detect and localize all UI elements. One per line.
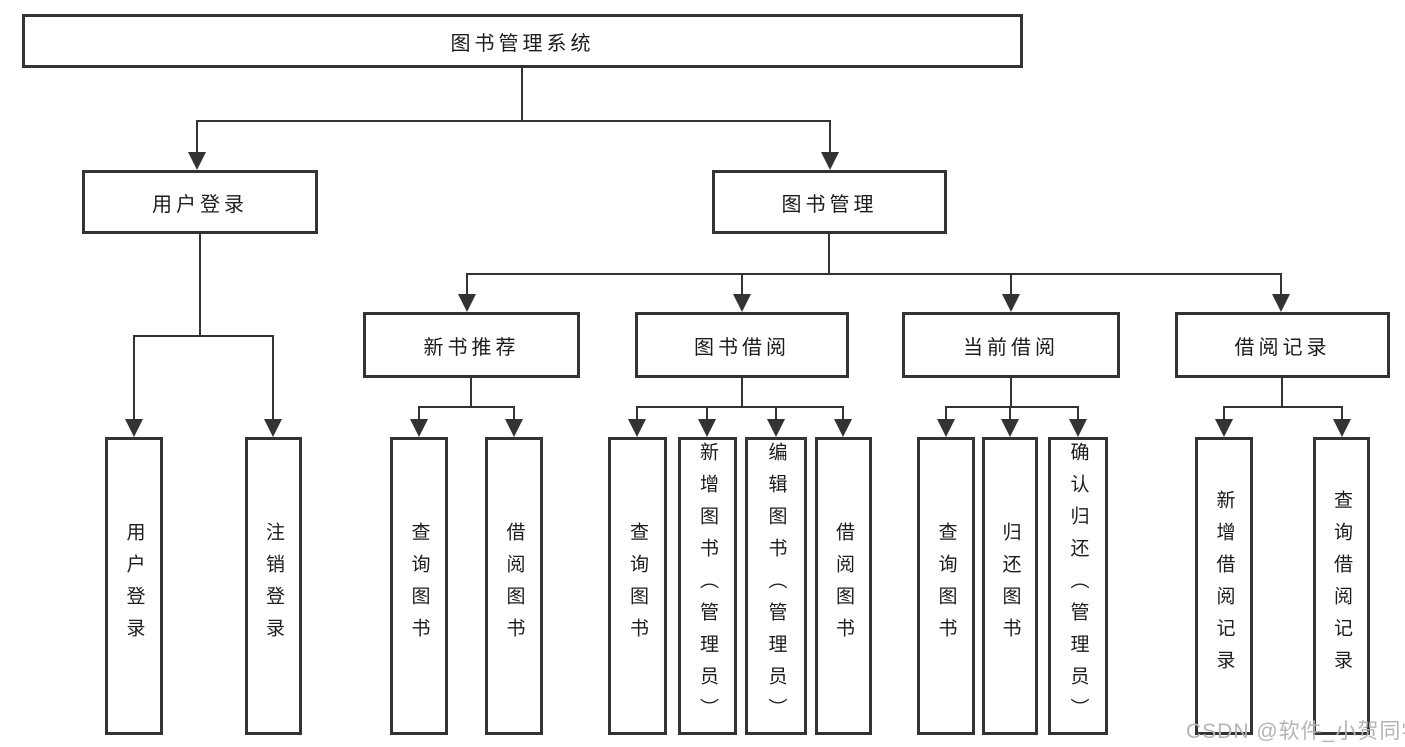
connector-line xyxy=(418,406,420,420)
arrowhead-down xyxy=(188,152,206,170)
leaf-borrow-book-label: 借阅图书 xyxy=(833,522,854,650)
csdn-watermark: CSDN @软件_小贺同学 xyxy=(1186,720,1405,743)
leaf-user-login-label: 用户登录 xyxy=(123,522,145,650)
leaf-user-login: 用户登录 xyxy=(105,437,163,735)
leaf-return-book: 归还图书 xyxy=(982,437,1038,735)
connector-line xyxy=(1009,406,1011,420)
leaf-confirm-return-admin-label: 确认归还（管理员） xyxy=(1067,442,1089,730)
arrowhead-down xyxy=(1001,419,1019,437)
connector-line xyxy=(636,406,844,408)
leaf-query-books-recommend-label: 查询图书 xyxy=(408,522,430,650)
arrowhead-down xyxy=(1333,419,1351,437)
connector-line xyxy=(272,335,274,420)
connector-line xyxy=(1281,377,1283,407)
node-user-login: 用户登录 xyxy=(82,170,318,234)
arrowhead-down xyxy=(505,419,523,437)
leaf-edit-book-admin-label: 编辑图书（管理员） xyxy=(765,442,787,730)
connector-line xyxy=(197,120,831,122)
leaf-query-borrow-record: 查询借阅记录 xyxy=(1313,437,1370,735)
connector-line xyxy=(1010,273,1012,295)
leaf-return-book-label: 归还图书 xyxy=(999,522,1021,650)
arrowhead-down xyxy=(1272,294,1290,312)
connector-line xyxy=(521,68,523,120)
leaf-query-borrow-record-label: 查询借阅记录 xyxy=(1331,490,1352,682)
connector-line xyxy=(133,335,274,337)
connector-line xyxy=(466,273,1282,275)
leaf-query-books-borrow-label: 查询图书 xyxy=(627,522,648,650)
connector-line xyxy=(466,273,468,295)
node-book-borrow: 图书借阅 xyxy=(635,312,849,378)
arrowhead-down xyxy=(733,294,751,312)
arrowhead-down xyxy=(1215,419,1233,437)
arrowhead-down xyxy=(767,419,785,437)
arrowhead-down xyxy=(125,419,143,437)
leaf-confirm-return-admin: 确认归还（管理员） xyxy=(1048,437,1108,735)
connector-line xyxy=(775,406,777,420)
connector-line xyxy=(1280,273,1282,295)
arrowhead-down xyxy=(834,419,852,437)
connector-line xyxy=(196,120,198,153)
connector-line xyxy=(1010,377,1012,407)
arrowhead-down xyxy=(628,419,646,437)
node-book-management: 图书管理 xyxy=(712,170,947,234)
leaf-borrow-books-recommend-label: 借阅图书 xyxy=(503,522,525,650)
connector-line xyxy=(513,406,515,420)
arrowhead-down xyxy=(264,419,282,437)
connector-line xyxy=(636,406,638,420)
node-current-borrow: 当前借阅 xyxy=(902,312,1120,378)
connector-line xyxy=(828,233,830,275)
connector-line xyxy=(418,406,515,408)
connector-line xyxy=(1077,406,1079,420)
leaf-add-book-admin-label: 新增图书（管理员） xyxy=(697,442,718,730)
arrowhead-down xyxy=(821,152,839,170)
leaf-borrow-books-recommend: 借阅图书 xyxy=(485,437,543,735)
connector-line xyxy=(1223,406,1343,408)
connector-line xyxy=(945,406,1079,408)
connector-line xyxy=(842,406,844,420)
arrowhead-down xyxy=(698,419,716,437)
node-root-system: 图书管理系统 xyxy=(22,14,1023,68)
connector-line xyxy=(1223,406,1225,420)
arrowhead-down xyxy=(458,294,476,312)
connector-line xyxy=(1341,406,1343,420)
connector-line xyxy=(199,233,201,336)
leaf-logout: 注销登录 xyxy=(245,437,302,735)
node-new-book-recommend: 新书推荐 xyxy=(363,312,580,378)
connector-line xyxy=(829,120,831,153)
connector-line xyxy=(706,406,708,420)
connector-line xyxy=(741,377,743,407)
leaf-add-borrow-record: 新增借阅记录 xyxy=(1195,437,1253,735)
leaf-logout-label: 注销登录 xyxy=(263,522,284,650)
leaf-add-borrow-record-label: 新增借阅记录 xyxy=(1213,490,1235,682)
leaf-query-books-current: 查询图书 xyxy=(917,437,975,735)
leaf-query-books-current-label: 查询图书 xyxy=(935,522,957,650)
connector-line xyxy=(470,377,472,407)
arrowhead-down xyxy=(410,419,428,437)
node-borrow-records: 借阅记录 xyxy=(1175,312,1390,378)
leaf-borrow-book: 借阅图书 xyxy=(815,437,872,735)
leaf-edit-book-admin: 编辑图书（管理员） xyxy=(745,437,807,735)
connector-line xyxy=(133,335,135,420)
arrowhead-down xyxy=(1069,419,1087,437)
connector-line xyxy=(741,273,743,295)
leaf-query-books-recommend: 查询图书 xyxy=(390,437,448,735)
arrowhead-down xyxy=(1002,294,1020,312)
leaf-query-books-borrow: 查询图书 xyxy=(608,437,667,735)
leaf-add-book-admin: 新增图书（管理员） xyxy=(678,437,737,735)
connector-line xyxy=(945,406,947,420)
arrowhead-down xyxy=(937,419,955,437)
